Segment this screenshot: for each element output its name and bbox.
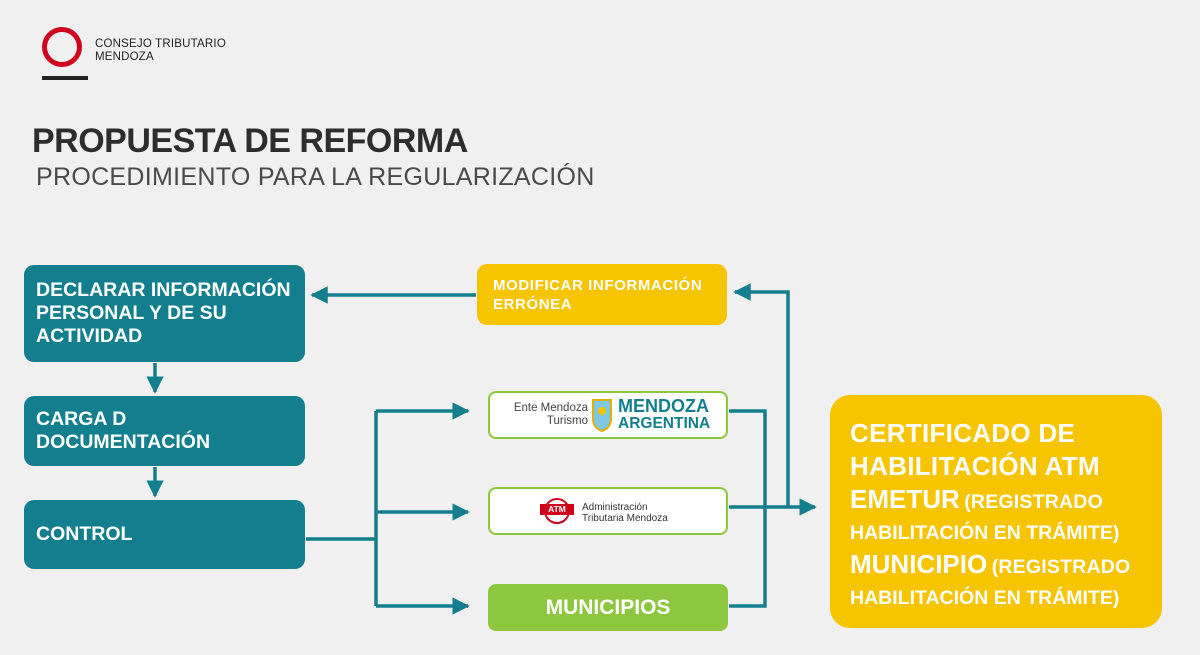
municipios-box: MUNICIPIOS	[488, 584, 728, 631]
cert-line1: CERTIFICADO DE	[850, 418, 1076, 448]
emetur-org-line1: Ente Mendoza	[513, 402, 588, 414]
atm-box: ATM Administración Tributaria Mendoza	[488, 487, 728, 535]
org-name: CONSEJO TRIBUTARIO MENDOZA	[95, 38, 226, 64]
step-control-label: CONTROL	[36, 523, 133, 545]
cert-emetur-note: (REGISTRADO	[964, 491, 1103, 513]
cert-emetur-row: EMETUR (REGISTRADO	[850, 483, 1162, 520]
cert-municipio-line2: HABILITACIÓN EN TRÁMITE)	[850, 587, 1120, 609]
certificado-box: CERTIFICADO DE HABILITACIÓN ATM EMETUR (…	[830, 395, 1162, 628]
cert-municipio-note: (REGISTRADO	[991, 556, 1131, 578]
emetur-box: Ente Mendoza Turismo MENDOZA ARGENTINA	[488, 391, 728, 439]
org-name-line2: MENDOZA	[95, 51, 154, 63]
brand-line2: ARGENTINA	[618, 415, 711, 432]
step-carga-box: CARGA D DOCUMENTACIÓN	[24, 396, 305, 466]
atm-line1: Administración	[582, 502, 648, 513]
step-declarar-label: DECLARAR INFORMACIÓN PERSONAL Y DE SU AC…	[36, 279, 291, 347]
atm-badge: ATM	[548, 504, 566, 514]
cert-emetur-line2: HABILITACIÓN EN TRÁMITE)	[850, 522, 1120, 544]
emetur-org-name: Ente Mendoza Turismo	[504, 402, 588, 428]
cert-municipio-row: MUNICIPIO (REGISTRADO	[850, 548, 1162, 585]
municipios-label: MUNICIPIOS	[545, 595, 671, 619]
brand-line1: MENDOZA	[618, 396, 709, 416]
modificar-box: MODIFICAR INFORMACIÓN ERRÓNEA	[477, 264, 727, 325]
emetur-org-line2: Turismo	[546, 415, 588, 427]
atm-org-name: Administración Tributaria Mendoza	[582, 502, 668, 524]
step-declarar-box: DECLARAR INFORMACIÓN PERSONAL Y DE SU AC…	[24, 265, 305, 362]
logo-ring-icon	[42, 27, 82, 67]
arrow-feedback-to-modificar	[733, 283, 790, 507]
step-carga-label: CARGA D DOCUMENTACIÓN	[36, 408, 211, 453]
mendoza-argentina-brand: MENDOZA ARGENTINA	[618, 396, 711, 432]
mendoza-shield-icon	[592, 399, 612, 432]
page-title: PROPUESTA DE REFORMA	[32, 122, 468, 160]
org-name-line1: CONSEJO TRIBUTARIO	[95, 38, 226, 50]
logo-underline	[42, 76, 88, 80]
cert-line2: HABILITACIÓN ATM	[850, 451, 1100, 481]
atm-line2: Tributaria Mendoza	[582, 513, 668, 524]
cert-emetur: EMETUR	[850, 484, 960, 514]
step-control-box: CONTROL	[24, 500, 305, 569]
cert-municipio: MUNICIPIO	[850, 549, 988, 579]
page-subtitle: PROCEDIMIENTO PARA LA REGULARIZACIÓN	[36, 163, 595, 191]
modificar-label: MODIFICAR INFORMACIÓN ERRÓNEA	[493, 276, 703, 313]
